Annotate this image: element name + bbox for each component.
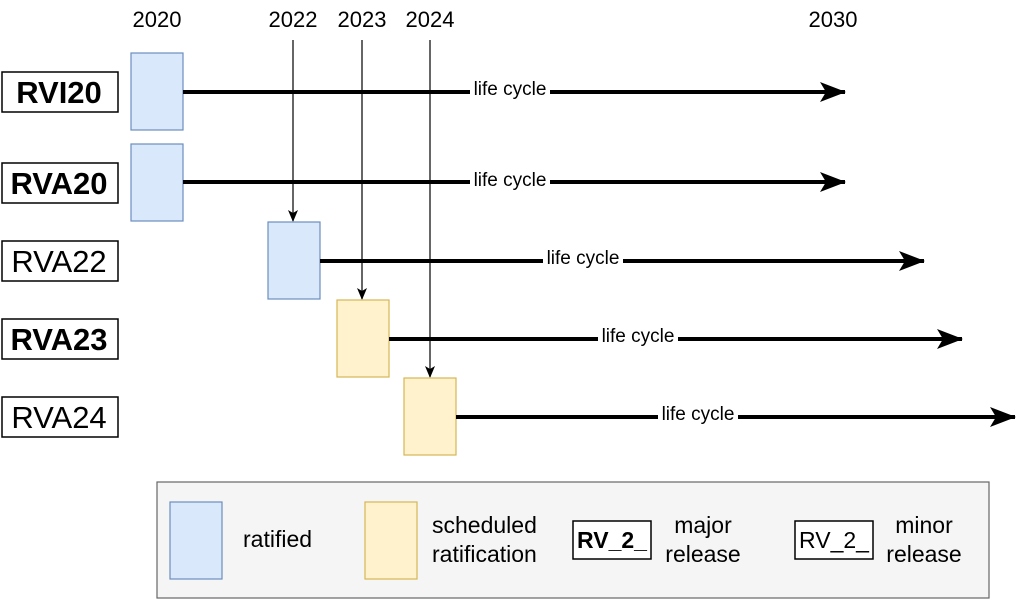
legend-minor-label-line1: minor [895,512,953,538]
profile-name: RVA22 [11,244,106,279]
profile-row-rvi20: RVI20 life cycle [1,52,846,131]
profile-name-box [1,71,119,113]
legend-major-label-line2: release [665,541,740,567]
life-cycle-label: life cycle [662,404,735,425]
legend-minor-label-line2: release [886,541,961,567]
scheduled-period-box [336,299,390,378]
life-cycle-label-bg [543,248,623,270]
profile-name-box [1,240,119,282]
year-axis: 2020 2022 2023 2024 2030 [133,7,858,32]
year-label-2030: 2030 [809,7,858,32]
profile-name: RVI20 [16,75,102,110]
life-cycle-label: life cycle [602,326,675,347]
scheduled-period-box [403,377,457,456]
legend-scheduled-swatch [364,501,418,580]
profile-name-box [1,318,119,360]
legend-major-label-line1: major [674,512,732,538]
year-label-2023: 2023 [338,7,387,32]
profile-row-rva22: RVA22 life cycle [1,221,925,300]
profile-name-box [1,162,119,204]
legend-scheduled-label-line2: ratification [432,541,537,567]
legend-minor-sample: RV_2_ [799,527,870,553]
ratified-period-box [267,221,321,300]
year-pointers [288,40,435,378]
year-label-2022: 2022 [269,7,318,32]
legend: ratified scheduled ratification RV_2_ ma… [156,481,990,599]
ratified-period-box [130,52,184,131]
profile-row-rva23: RVA23 life cycle [1,299,963,378]
legend-ratified-swatch [169,501,223,580]
profile-name: RVA20 [10,166,107,201]
life-cycle-label: life cycle [474,170,547,191]
profile-row-rva24: RVA24 life cycle [1,377,1016,456]
ratified-period-box [130,143,184,222]
life-cycle-label-bg [470,169,550,191]
life-cycle-label-bg [658,404,738,426]
profile-name: RVA23 [10,322,107,357]
legend-minor-sample-box [794,520,874,560]
legend-major-sample-box [572,520,652,560]
life-cycle-label: life cycle [547,248,620,269]
legend-scheduled-label-line1: scheduled [432,512,537,538]
life-cycle-label-bg [598,326,678,348]
year-label-2024: 2024 [406,7,455,32]
life-cycle-label-bg [470,79,550,101]
life-cycle-label: life cycle [474,79,547,100]
legend-ratified-label: ratified [243,526,312,552]
profile-row-rva20: RVA20 life cycle [1,143,846,222]
legend-major-sample: RV_2_ [577,527,647,553]
profile-name: RVA24 [11,400,106,435]
profile-name-box [1,396,119,438]
year-label-2020: 2020 [133,7,182,32]
